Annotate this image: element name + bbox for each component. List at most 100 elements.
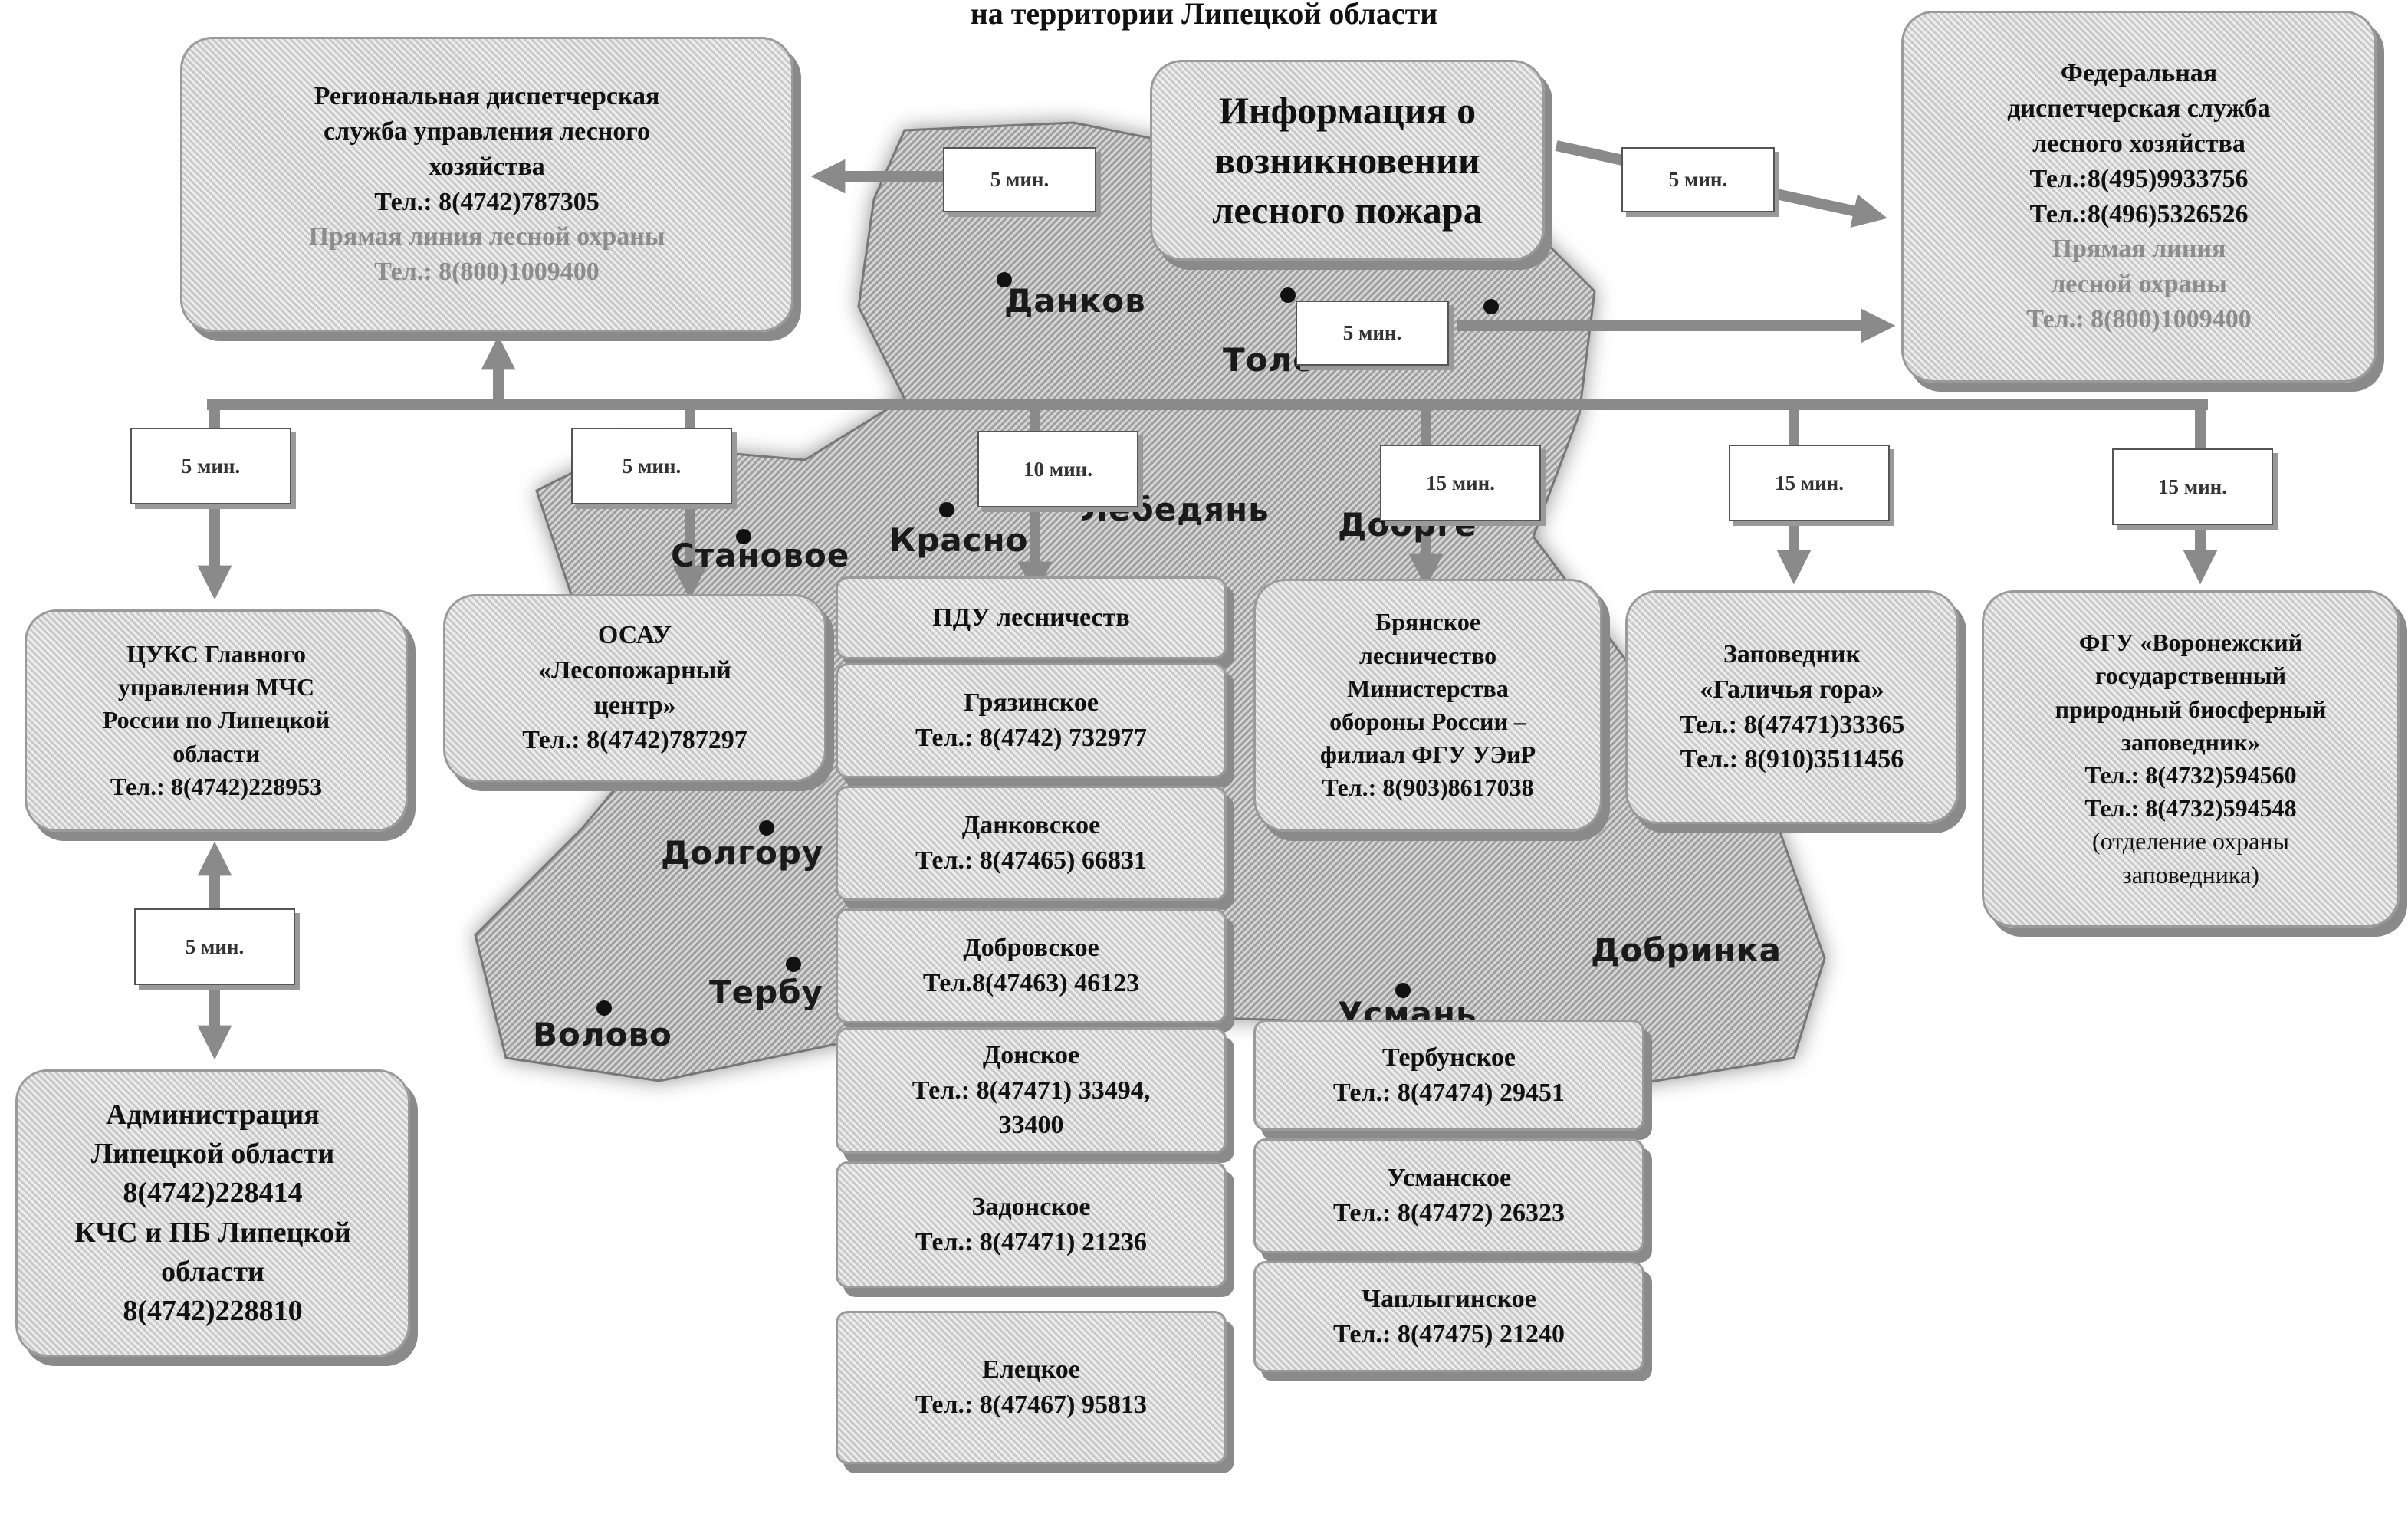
diagram-title: на территории Липецкой области — [970, 0, 1438, 31]
voronezh-phone: Тел.: 8(4732)594548 — [2084, 794, 2297, 823]
forestry-phone: Тел.8(47463) 46123 — [922, 969, 1140, 997]
time-label-regional: 5 мин. — [943, 147, 1096, 212]
city-label-dobrinka: Добринка — [1591, 931, 1782, 969]
forestry-name: Донское — [982, 1040, 1080, 1069]
federal-hotline-phone: Тел.: 8(800)1009400 — [2026, 305, 2252, 334]
admin-line: Липецкой области — [90, 1137, 335, 1170]
forestry-box: Грязинское Тел.: 8(4742) 732977 — [836, 663, 1227, 778]
regional-hotline-phone: Тел.: 8(800)1009400 — [374, 258, 600, 287]
city-label-dolgorukovo: Долгору — [661, 834, 824, 872]
galichya-phone: Тел.: 8(47471)33365 — [1679, 710, 1905, 739]
federal-line: Федеральная — [2060, 58, 2218, 87]
city-dot — [1483, 299, 1499, 314]
forestry-box: Данковское Тел.: 8(47465) 66831 — [836, 786, 1227, 901]
city-dot — [939, 502, 954, 517]
galichya-gora-box: Заповедник «Галичья гора» Тел.: 8(47471)… — [1625, 590, 1959, 824]
forestry-box: Елецкое Тел.: 8(47467) 95813 — [836, 1311, 1227, 1464]
forestry-box: Добровское Тел.8(47463) 46123 — [836, 908, 1227, 1023]
forestry-name: Елецкое — [982, 1355, 1080, 1384]
forestry-phone: Тел.: 8(4742) 732977 — [915, 724, 1147, 752]
admin-phone: 8(4742)228810 — [123, 1295, 303, 1328]
forestry-phone: Тел.: 8(47471) 21236 — [915, 1227, 1147, 1256]
osau-phone: Тел.: 8(4742)787297 — [522, 726, 747, 755]
voronezh-note: заповедника) — [2122, 860, 2259, 888]
tuks-line: России по Липецкой — [102, 706, 330, 734]
forestry-box: Задонское Тел.: 8(47471) 21236 — [836, 1161, 1227, 1288]
osau-line: ОСАУ — [597, 620, 672, 649]
forestry-phone: Тел.: 8(47471) 33494, — [912, 1076, 1151, 1105]
city-label-stanovoe: Становое — [671, 537, 850, 574]
forestry-box: Усманское Тел.: 8(47472) 26323 — [1253, 1138, 1644, 1253]
forestry-name: Тербунское — [1381, 1043, 1516, 1072]
regional-phone: Тел.: 8(4742)787305 — [374, 187, 600, 216]
forestry-name: Грязинское — [964, 688, 1099, 718]
fire-info-line: лесного пожара — [1212, 188, 1483, 232]
admin-line: области — [161, 1255, 264, 1288]
forestry-name: Задонское — [971, 1192, 1091, 1221]
galichya-line: Заповедник — [1723, 639, 1861, 668]
city-label-dankov: Данков — [1004, 282, 1146, 320]
galichya-line: «Галичья гора» — [1700, 675, 1884, 704]
tuks-line: управления МЧС — [117, 673, 315, 701]
voronezh-note: (отделение охраны — [2092, 827, 2289, 856]
city-label-volovo: Волово — [533, 1016, 672, 1053]
voronezh-line: заповедник» — [2121, 727, 2260, 756]
time-label-pdu: 10 мин. — [977, 431, 1138, 507]
forestry-name: Добровское — [963, 934, 1099, 963]
tuks-phone: Тел.: 8(4742)228953 — [110, 772, 323, 800]
osau-line: «Лесопожарный — [538, 655, 731, 685]
voronezh-reserve-box: ФГУ «Воронежский государственный природн… — [1982, 590, 2400, 928]
federal-phone: Тел.:8(496)5326526 — [2029, 199, 2249, 228]
city-dot — [997, 272, 1012, 287]
city-dot — [786, 957, 801, 972]
federal-line: лесного хозяйства — [2032, 129, 2245, 158]
tuks-line: ЦУКС Главного — [126, 640, 307, 668]
forestry-name: Усманское — [1386, 1164, 1512, 1193]
city-dot — [596, 1000, 612, 1016]
time-label-federal-2: 5 мин. — [1296, 301, 1449, 366]
federal-phone: Тел.:8(495)9933756 — [2029, 164, 2249, 193]
voronezh-line: природный биосферный — [2055, 695, 2327, 723]
forestry-phone: Тел.: 8(47474) 29451 — [1332, 1078, 1565, 1107]
bryansk-line: Брянское — [1375, 608, 1481, 636]
fire-info-line: Информация о — [1218, 88, 1477, 132]
admin-line: Администрация — [106, 1098, 320, 1131]
forestry-box: Тербунское Тел.: 8(47474) 29451 — [1253, 1020, 1644, 1131]
administration-box: Администрация Липецкой области 8(4742)22… — [15, 1069, 410, 1357]
osau-line: центр» — [593, 691, 676, 720]
fire-info-line: возникновении — [1214, 138, 1480, 182]
city-label-krasnoe: Красно — [889, 521, 1029, 559]
forestry-box: Донское Тел.: 8(47471) 33494, 33400 — [836, 1027, 1227, 1154]
tuks-line: области — [172, 739, 260, 767]
bryansk-forestry-box: Брянское лесничество Министерства оборон… — [1253, 579, 1602, 832]
forestry-name: Данковское — [961, 811, 1101, 840]
time-label-tuks: 5 мин. — [130, 428, 291, 504]
city-dot — [1395, 983, 1411, 998]
time-label-bryansk: 15 мин. — [1380, 445, 1541, 521]
forestry-phone: 33400 — [998, 1111, 1064, 1140]
federal-hotline: лесной охраны — [2051, 270, 2227, 299]
time-label-admin: 5 мин. — [134, 908, 295, 985]
time-label-galichya: 15 мин. — [1729, 445, 1890, 521]
forestry-phone: Тел.: 8(47475) 21240 — [1332, 1319, 1565, 1348]
city-dot — [736, 529, 751, 544]
time-label-osau: 5 мин. — [571, 428, 732, 504]
regional-dispatch-box: Региональная диспетчерская служба управл… — [180, 37, 793, 332]
forestry-phone: Тел.: 8(47467) 95813 — [915, 1391, 1147, 1419]
pdu-label: ПДУ лесничеств — [932, 603, 1130, 632]
city-dot — [1280, 287, 1296, 303]
pdu-header-box: ПДУ лесничеств — [836, 576, 1227, 659]
forestry-name: Чаплыгинское — [1362, 1284, 1536, 1313]
bryansk-line: Министерства — [1347, 674, 1509, 702]
tuks-box: ЦУКС Главного управления МЧС России по Л… — [25, 609, 408, 832]
voronezh-phone: Тел.: 8(4732)594560 — [2084, 761, 2297, 789]
bryansk-line: лесничество — [1358, 641, 1497, 669]
city-label-terbuny: Тербу — [709, 974, 823, 1011]
federal-dispatch-box: Федеральная диспетчерская служба лесного… — [1901, 11, 2377, 383]
osau-box: ОСАУ «Лесопожарный центр» Тел.: 8(4742)7… — [443, 594, 826, 782]
city-dot — [759, 820, 774, 836]
federal-hotline: Прямая линия — [2052, 235, 2226, 264]
galichya-phone: Тел.: 8(910)3511456 — [1680, 745, 1904, 774]
regional-line: служба управления лесного — [324, 117, 650, 146]
bryansk-line: филиал ФГУ УЭиР — [1319, 741, 1536, 769]
